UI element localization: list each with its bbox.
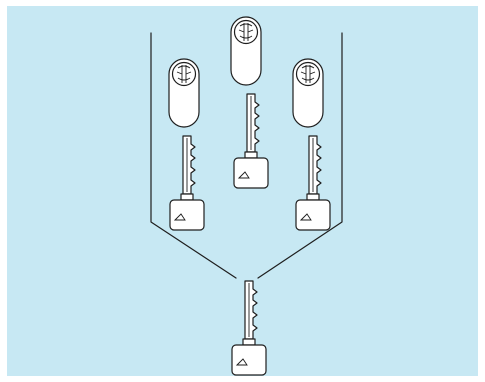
lock-cylinder-icon [168,58,200,128]
lock-cylinder-icon [230,16,262,86]
lock-cylinder-icon [292,58,324,128]
hierarchy-lines [150,32,343,279]
